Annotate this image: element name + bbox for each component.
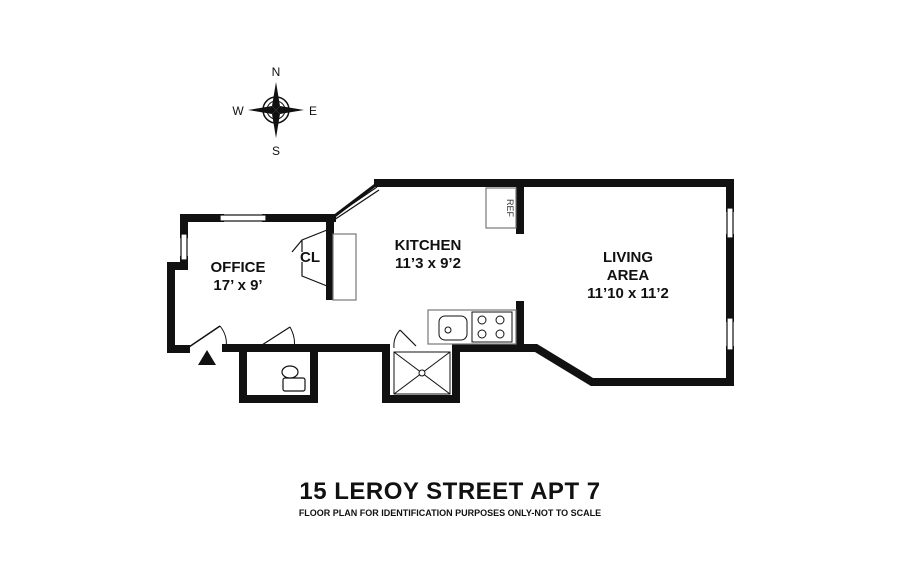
compass-south-label: S bbox=[272, 144, 280, 158]
shower-icon bbox=[393, 351, 451, 395]
top-wall bbox=[374, 179, 734, 212]
office-top-window bbox=[219, 214, 267, 222]
stove-icon bbox=[471, 311, 513, 343]
compass-north-label: N bbox=[272, 65, 281, 79]
bath1-door bbox=[261, 326, 295, 349]
entry-door bbox=[185, 325, 227, 350]
living-right-wall-lower bbox=[458, 344, 734, 386]
refrigerator-icon bbox=[485, 187, 517, 229]
bath1-walls bbox=[239, 344, 318, 403]
windows bbox=[180, 186, 734, 351]
compass-east-label: E bbox=[309, 104, 317, 118]
compass-rose-icon: N S W E bbox=[232, 65, 317, 158]
entry-arrow-icon bbox=[198, 350, 216, 365]
office-left-wall-lower bbox=[167, 256, 190, 353]
bath2-door bbox=[393, 329, 417, 349]
closet-doors bbox=[291, 229, 328, 287]
living-window-lower bbox=[726, 317, 734, 351]
office-room-size: 17’ x 9’ bbox=[213, 277, 262, 294]
compass-west-label: W bbox=[232, 104, 244, 118]
living-room-size: 11’10 x 11’2 bbox=[587, 285, 669, 302]
plan-title: 15 LEROY STREET APT 7 bbox=[299, 478, 601, 505]
office-room-name: OFFICE bbox=[211, 259, 266, 276]
bath2-walls bbox=[314, 344, 466, 403]
kitchen-room-name: KITCHEN bbox=[395, 237, 462, 254]
closet-room-name: CL bbox=[300, 249, 320, 266]
refrigerator-label: REF bbox=[505, 199, 515, 218]
toilet-icon bbox=[281, 365, 306, 392]
plan-subtitle: FLOOR PLAN FOR IDENTIFICATION PURPOSES O… bbox=[298, 508, 602, 518]
office-left-window bbox=[180, 233, 188, 261]
sink-icon bbox=[438, 315, 468, 341]
kitchen-island bbox=[332, 233, 357, 301]
living-room-name-line1: LIVING bbox=[603, 249, 653, 266]
living-room-name-line2: AREA bbox=[607, 267, 650, 284]
living-window-upper bbox=[726, 207, 734, 239]
kitchen-room-size: 11’3 x 9’2 bbox=[395, 255, 461, 272]
